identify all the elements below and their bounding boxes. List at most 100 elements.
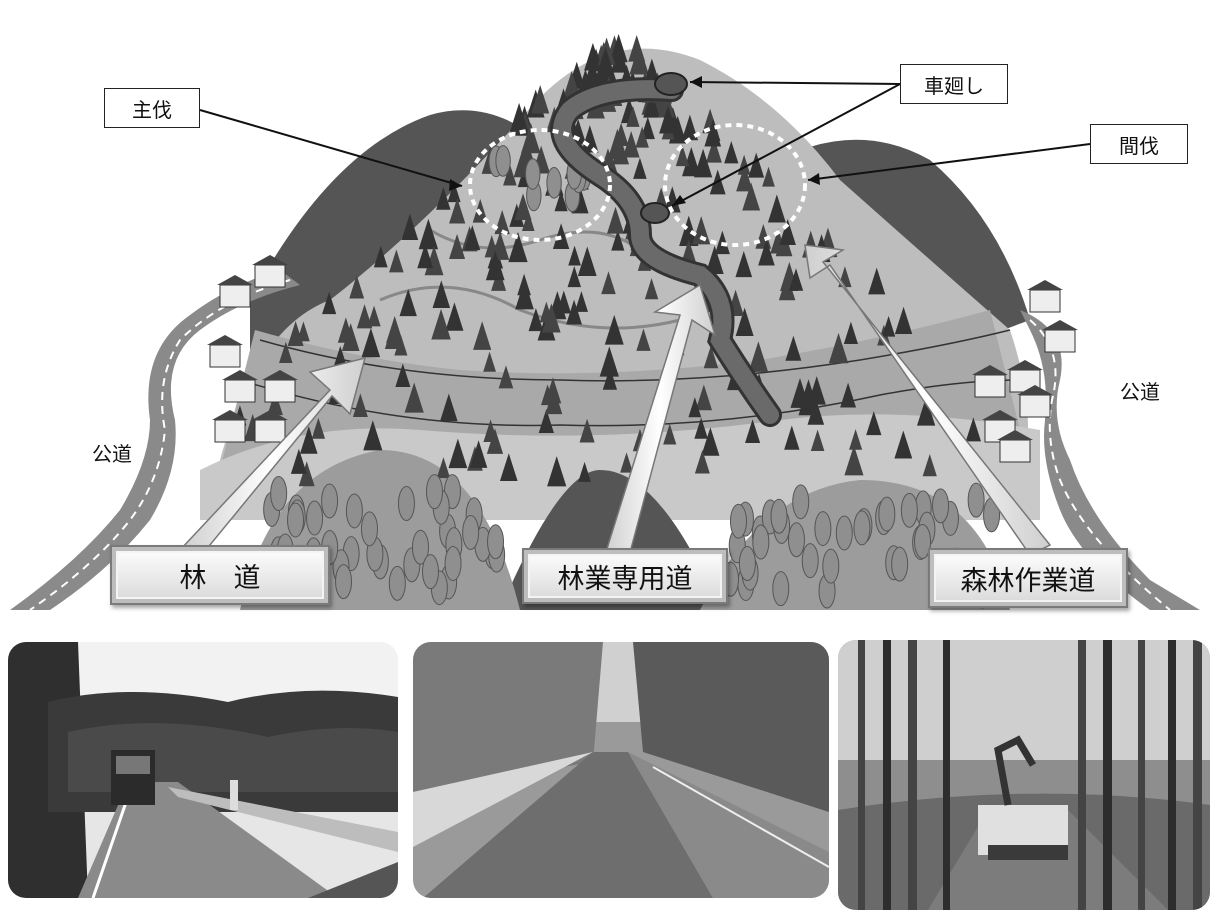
conifer-tree: [498, 365, 514, 389]
conifer-tree: [779, 219, 796, 245]
broadleaf-tree: [878, 496, 896, 532]
conifer-tree: [367, 305, 381, 327]
conifer-tree: [636, 328, 651, 351]
house: [1044, 329, 1076, 353]
conifer-tree: [758, 239, 775, 266]
conifer-tree: [701, 427, 720, 456]
conifer-tree: [445, 302, 464, 331]
house-roof: [262, 370, 298, 380]
broadleaf-tree: [495, 145, 511, 177]
conifer-tree: [436, 457, 451, 479]
conifer-tree: [784, 425, 800, 450]
house-roof: [217, 275, 253, 285]
broadleaf-tree: [967, 482, 985, 518]
conifer-tree: [521, 122, 541, 154]
conifer-tree: [352, 393, 368, 417]
conifer-tree: [503, 164, 517, 186]
house-roof: [972, 365, 1008, 375]
conifer-tree: [657, 90, 676, 118]
forestry-road-photo: [413, 642, 829, 898]
public-road-left: [10, 270, 300, 610]
conifer-tree: [522, 211, 535, 231]
conifer-tree: [663, 186, 681, 213]
broadleaf-tree: [914, 523, 932, 559]
thinning-callout: 間伐: [1090, 124, 1188, 164]
conifer-tree: [681, 147, 701, 177]
main-felling-zone: [468, 128, 612, 242]
tree-trunk: [1193, 640, 1202, 910]
broadleaf-tree: [321, 483, 339, 519]
conifer-tree: [633, 157, 647, 179]
conifer-tree: [843, 321, 859, 344]
conifer-tree: [508, 231, 528, 263]
broadleaf-tree: [335, 564, 353, 600]
conifer-tree: [693, 148, 713, 178]
conifer-tree: [611, 229, 625, 251]
conifer-tree: [584, 59, 601, 85]
conifer-tree: [290, 448, 307, 474]
conifer-tree: [607, 206, 625, 234]
conifer-tree: [922, 453, 937, 477]
tree-trunk: [883, 640, 891, 910]
broadleaf-tree: [270, 476, 288, 512]
conifer-tree: [675, 145, 690, 167]
conifer-tree: [598, 47, 613, 69]
conifer-tree: [464, 225, 481, 251]
conifer-tree: [965, 417, 982, 442]
house-roof: [997, 430, 1033, 440]
conifer-tree: [574, 291, 588, 312]
conifer-tree: [356, 304, 373, 329]
conifer-tree: [432, 280, 451, 309]
broadleaf-tree: [772, 571, 790, 607]
house-roof: [982, 410, 1018, 420]
house-roof: [252, 255, 288, 265]
conifer-tree: [681, 114, 699, 141]
tree-trunk: [858, 640, 865, 910]
conifer-tree: [622, 130, 640, 158]
broadleaf-tree: [546, 167, 562, 199]
conifer-tree: [703, 345, 719, 369]
conifer-tree: [545, 387, 563, 415]
conifer-tree: [767, 194, 786, 223]
house: [254, 419, 286, 443]
conifer-tree: [473, 321, 492, 350]
conifer-tree: [635, 126, 649, 148]
conifer-tree: [531, 84, 550, 114]
broadleaf-tree: [411, 529, 429, 565]
house: [974, 374, 1006, 398]
conifer-tree: [341, 323, 360, 351]
forest-road-arrow: [178, 356, 367, 564]
house: [264, 379, 296, 403]
conifer-tree: [485, 250, 505, 281]
conifer-tree: [748, 341, 769, 372]
house: [999, 439, 1031, 463]
conifer-tree: [349, 275, 365, 299]
conifer-tree: [528, 308, 544, 332]
broadleaf-tree: [891, 546, 909, 582]
house-roof: [252, 410, 288, 420]
broadleaf-tree: [360, 511, 378, 547]
conifer-tree: [440, 393, 458, 422]
conifer-tree: [695, 384, 713, 411]
conifer-tree: [916, 397, 936, 426]
broadleaf-tree: [306, 500, 324, 536]
conifer-tree: [745, 419, 761, 444]
conifer-tree: [607, 128, 628, 160]
turnaround-pad-mid: [640, 202, 670, 224]
house-roof: [212, 410, 248, 420]
house: [224, 379, 256, 403]
tree-trunks: [858, 640, 1202, 910]
conifer-tree: [422, 223, 436, 245]
conifer-tree: [578, 461, 591, 482]
broadleaf-tree: [792, 484, 810, 520]
broadleaf-tree: [287, 502, 305, 538]
conifer-tree: [894, 306, 913, 335]
conifer-tree: [626, 105, 640, 127]
conifer-tree: [894, 430, 913, 459]
conifer-tree: [300, 426, 318, 454]
conifer-tree: [659, 105, 677, 134]
conifer-tree: [431, 308, 451, 340]
conifer-tree: [881, 315, 896, 337]
conifer-tree: [552, 223, 570, 250]
broadleaf-tree: [729, 503, 747, 539]
